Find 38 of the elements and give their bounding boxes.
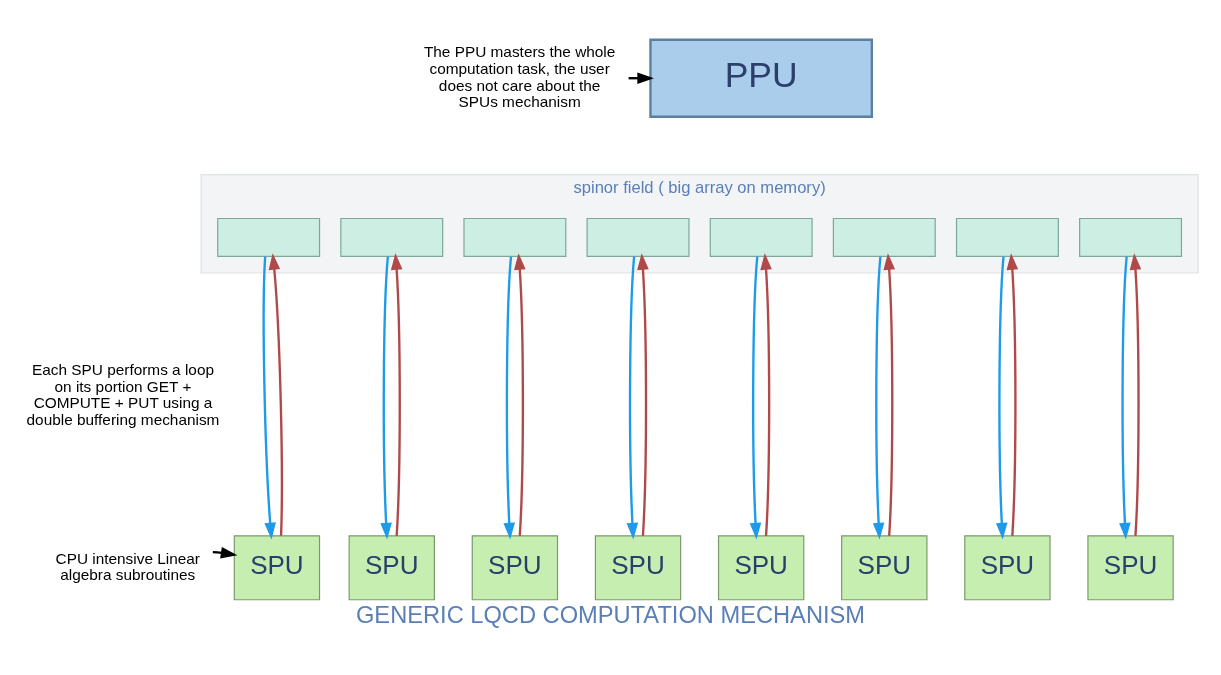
node-box [463, 217, 567, 257]
node-box: SPU [717, 535, 805, 601]
node-text: The PPU masters the whole computation task, the user does not care about the SPUs mechanism [423, 43, 616, 111]
node-box [832, 217, 936, 257]
node-box: SPU [841, 535, 928, 601]
node-text: CPU intensive Linear algebra subroutines [55, 549, 200, 584]
arrow [390, 253, 403, 536]
node-box: SPU [964, 535, 1051, 601]
arrow [1119, 256, 1131, 540]
node-box [709, 217, 813, 257]
arrow [212, 547, 238, 559]
node-box [955, 217, 1059, 257]
node-box [586, 217, 690, 257]
caption: GENERIC LQCD COMPUTATION MECHANISM [355, 602, 866, 629]
node-box: SPU [471, 535, 559, 601]
node-box [340, 217, 444, 257]
node-box: PPU [649, 38, 874, 118]
arrow [380, 256, 392, 540]
arrow [268, 253, 284, 536]
label: Each SPU performs a loop on its portion GET + COMPUTE + PUT using a double buffering mechanism [26, 361, 220, 428]
arrow [749, 256, 762, 540]
arrow [1129, 253, 1142, 536]
arrow [883, 253, 895, 536]
arrow [262, 256, 276, 540]
node-box [217, 217, 321, 257]
node-box: SPU [348, 535, 435, 601]
arrow [760, 253, 772, 536]
arrow [995, 256, 1008, 540]
arrow [626, 256, 639, 540]
arrow [637, 253, 649, 536]
arrow [1006, 253, 1019, 536]
node-box: SPU [233, 535, 321, 601]
arrow [514, 253, 526, 536]
node-box: SPU [594, 535, 682, 601]
arrow [872, 256, 885, 540]
arrow [503, 256, 516, 540]
node-box [1079, 217, 1183, 257]
node-box: SPU [1087, 535, 1174, 601]
